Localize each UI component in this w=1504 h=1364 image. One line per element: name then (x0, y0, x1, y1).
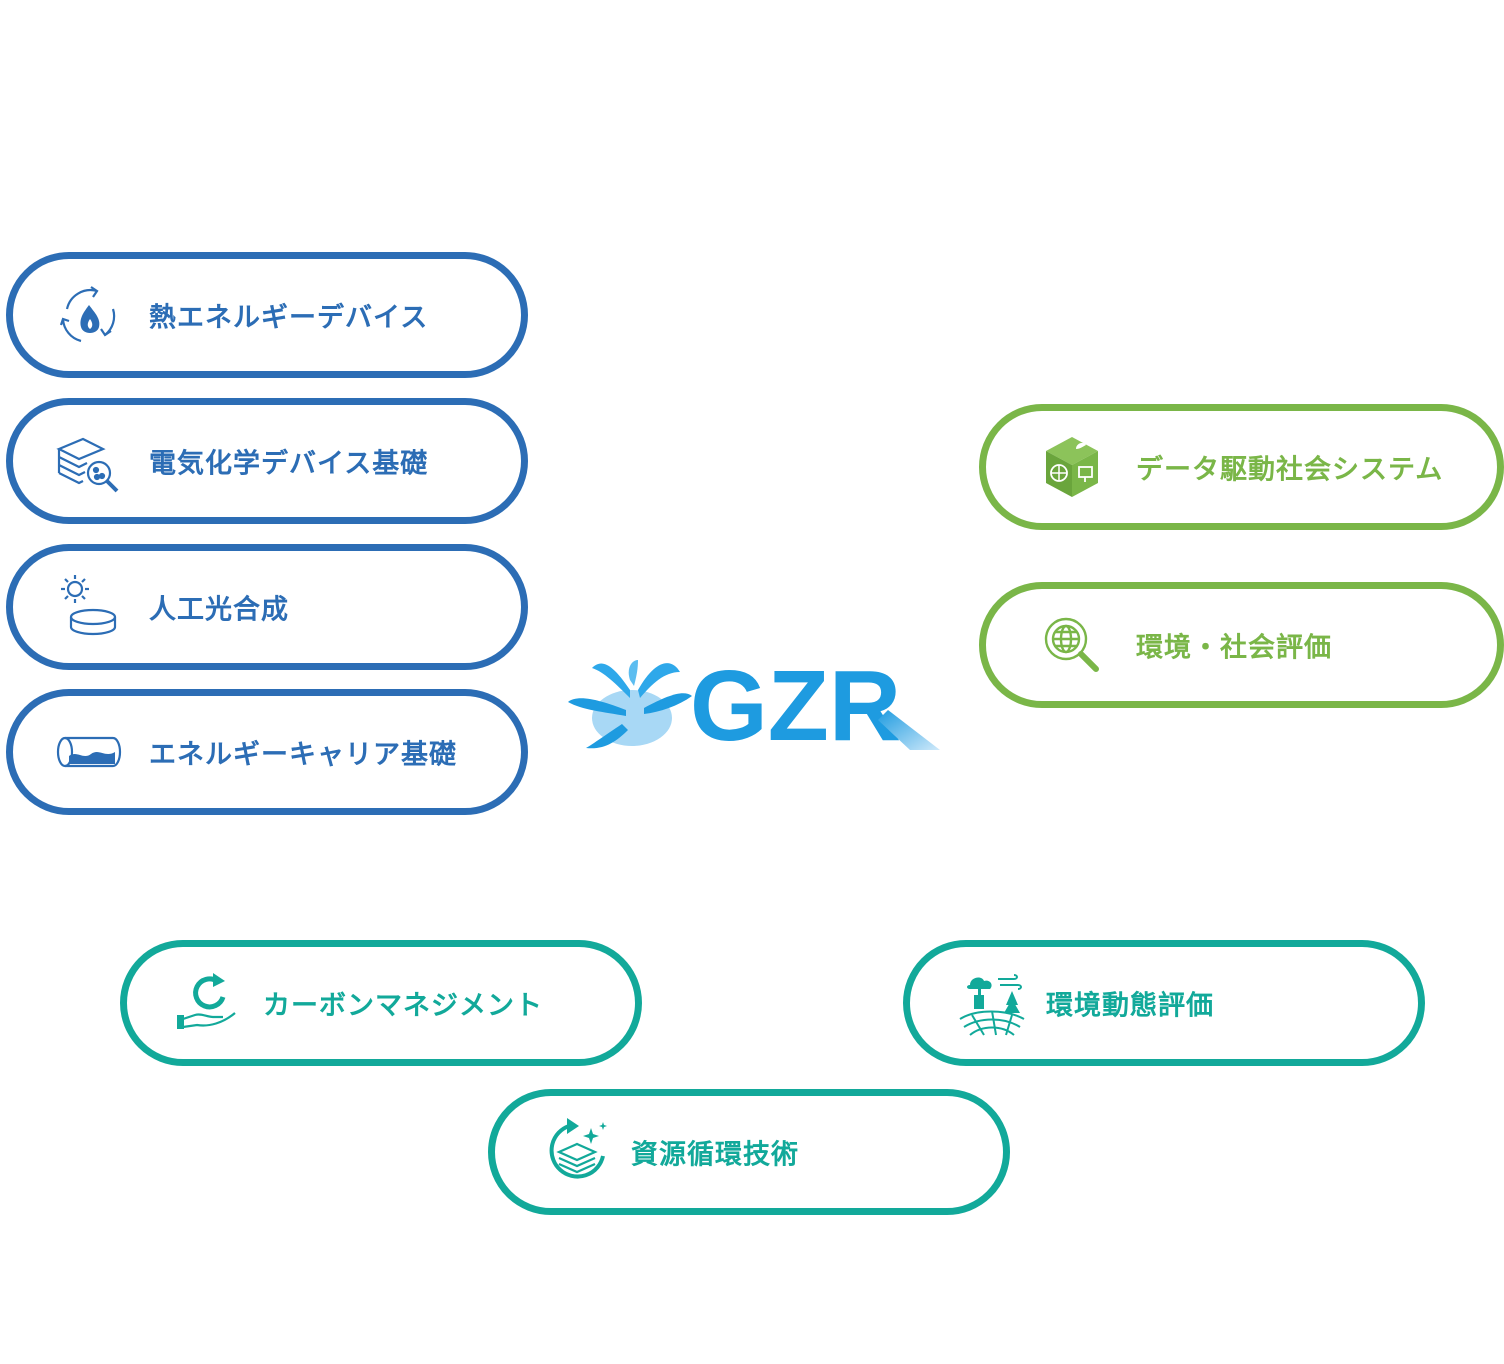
gzr-logo: GZR (560, 650, 944, 762)
pill-data-driven-social-system[interactable]: データ駆動社会システム (979, 404, 1504, 530)
gzr-logo-mark: GZR (568, 650, 940, 762)
pill-label: 電気化学デバイス基礎 (149, 448, 429, 480)
pill-label: 人工光合成 (149, 594, 289, 626)
pill-label: 資源循環技術 (631, 1139, 799, 1171)
pill-carbon-management[interactable]: カーボンマネジメント (120, 940, 642, 1066)
pill-electrochemical-device[interactable]: 電気化学デバイス基礎 (6, 398, 528, 524)
pill-label: 環境動態評価 (1046, 990, 1214, 1022)
pill-artificial-photosynthesis[interactable]: 人工光合成 (6, 544, 528, 670)
data-cube-icon (1036, 431, 1108, 503)
environment-field-icon (956, 967, 1028, 1039)
layers-magnifier-icon (53, 425, 125, 497)
hand-cycle-icon (173, 967, 245, 1039)
tank-icon (53, 716, 125, 788)
gzr-logo-text: GZR (690, 650, 901, 760)
pill-environment-social-evaluation[interactable]: 環境・社会評価 (979, 582, 1504, 708)
pill-label: データ駆動社会システム (1136, 454, 1444, 486)
pill-label: 熱エネルギーデバイス (149, 302, 429, 334)
pill-label: 環境・社会評価 (1136, 632, 1332, 664)
pill-label: カーボンマネジメント (263, 990, 543, 1022)
pill-environmental-dynamics-evaluation[interactable]: 環境動態評価 (903, 940, 1425, 1066)
pill-thermal-energy-device[interactable]: 熱エネルギーデバイス (6, 252, 528, 378)
pill-label: エネルギーキャリア基礎 (149, 739, 457, 771)
resource-cycle-icon (541, 1116, 613, 1188)
pill-resource-circulation[interactable]: 資源循環技術 (488, 1089, 1010, 1215)
recycle-flame-icon (53, 279, 125, 351)
pill-energy-carrier[interactable]: エネルギーキャリア基礎 (6, 689, 528, 815)
globe-magnifier-icon (1036, 609, 1108, 681)
sun-dish-icon (53, 571, 125, 643)
